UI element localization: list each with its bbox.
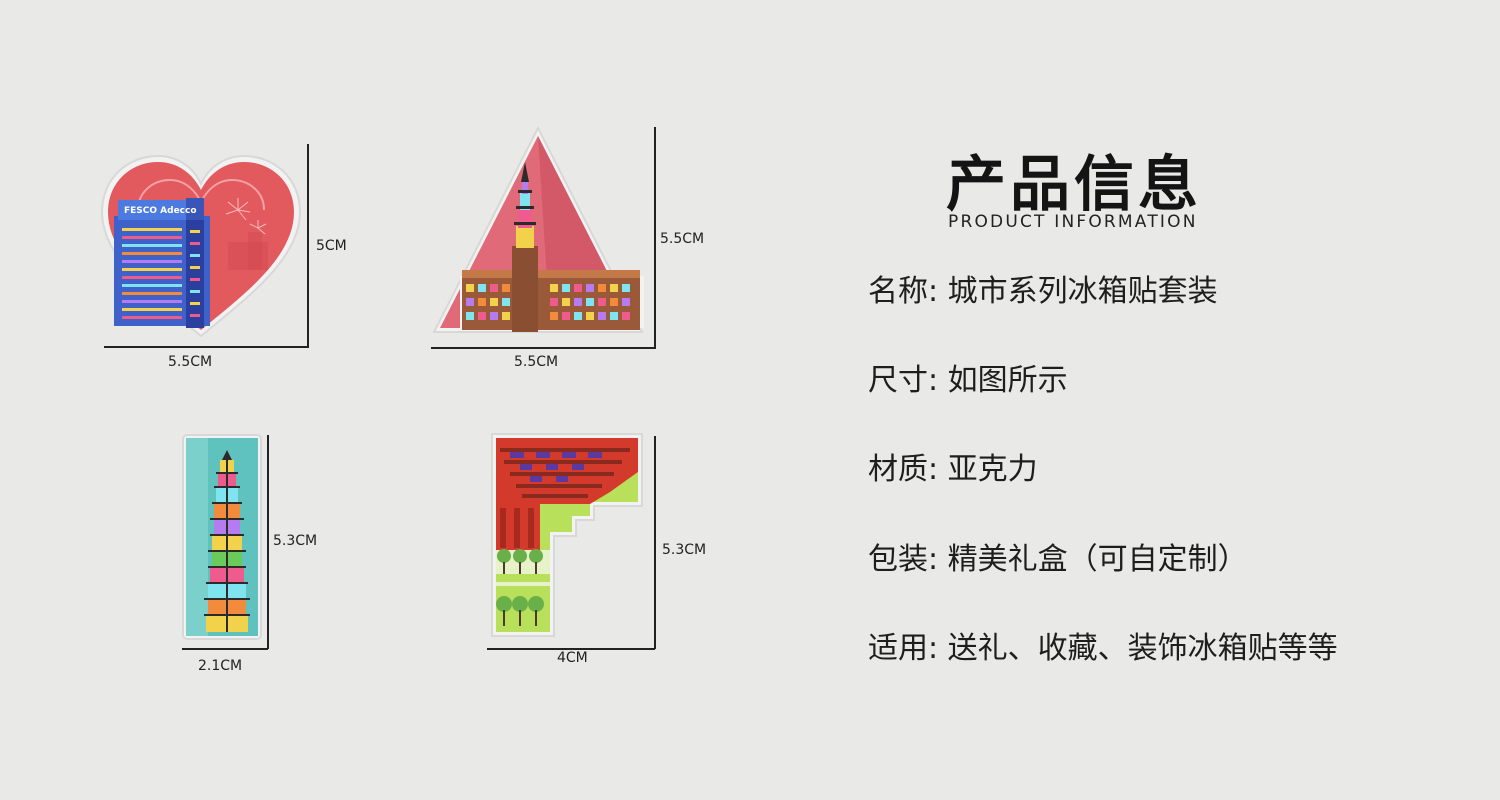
pavilion-magnet [490,432,646,638]
heart-width-label: 5.5CM [168,354,213,370]
info-label: 包装: [868,542,939,577]
info-label: 适用: [868,631,939,666]
info-row-material: 材质: 亚克力 [868,444,1038,488]
triangle-magnet-image [432,125,644,333]
tower-width-line [182,648,268,650]
info-label: 尺寸: [868,363,939,398]
heart-sign-text: FESCO Adecco [124,206,197,216]
pavilion-height-line [654,436,656,649]
tower-width-label: 2.1CM [198,658,243,674]
heart-magnet: FESCO Adecco [98,150,304,340]
triangle-height-label: 5.5CM [660,231,705,247]
product-info-subtitle: PRODUCT INFORMATION [948,212,1198,232]
info-value: 如图所示 [947,363,1068,398]
pavilion-magnet-image [491,433,643,637]
pavilion-width-label: 4CM [557,650,588,666]
info-row-size: 尺寸: 如图所示 [868,355,1068,399]
triangle-magnet [430,125,646,336]
info-value: 亚克力 [947,452,1038,487]
triangle-height-line [654,127,656,349]
info-row-usage: 适用: 送礼、收藏、装饰冰箱贴等等 [868,623,1338,667]
heart-width-line [104,346,309,348]
tower-magnet [182,434,262,640]
heart-height-label: 5CM [316,238,347,254]
info-value: 精美礼盒（可自定制） [947,542,1248,577]
tower-height-line [267,435,269,649]
tower-magnet-image [182,434,262,640]
info-value: 送礼、收藏、装饰冰箱贴等等 [947,631,1338,666]
pavilion-height-label: 5.3CM [662,542,707,558]
info-label: 名称: [868,274,939,309]
heart-magnet-image: FESCO Adecco [100,154,302,338]
tower-height-label: 5.3CM [273,533,318,549]
triangle-width-line [431,347,655,349]
info-row-packaging: 包装: 精美礼盒（可自定制） [868,534,1248,578]
info-value: 城市系列冰箱贴套装 [947,274,1218,309]
product-info-title: 产品信息 [946,150,1202,220]
pavilion-width-line [487,648,655,650]
info-row-name: 名称: 城市系列冰箱贴套装 [868,266,1218,310]
triangle-width-label: 5.5CM [514,354,559,370]
heart-height-line [307,144,309,348]
info-label: 材质: [868,452,939,487]
